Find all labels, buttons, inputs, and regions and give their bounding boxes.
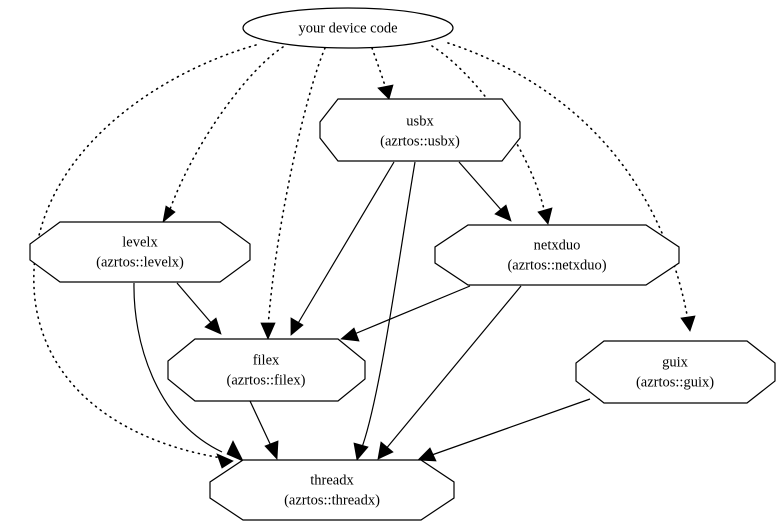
edge-usbx-to-filex bbox=[290, 161, 395, 336]
node-threadx[interactable]: threadx (azrtos::threadx) bbox=[209, 459, 455, 521]
node-netxduo-label-name: netxduo bbox=[534, 237, 581, 253]
edge-device-to-levelx bbox=[162, 46, 284, 224]
node-netxduo[interactable]: netxduo (azrtos::netxduo) bbox=[434, 224, 680, 286]
node-filex-label-name: filex bbox=[253, 352, 280, 368]
node-netxduo-label-package: (azrtos::netxduo) bbox=[507, 257, 606, 273]
node-filex-shape bbox=[167, 338, 366, 402]
node-levelx[interactable]: levelx (azrtos::levelx) bbox=[29, 221, 251, 283]
edge-netxduo-to-threadx bbox=[377, 285, 522, 460]
node-device-code[interactable]: your device code bbox=[242, 7, 454, 49]
node-threadx-label-package: (azrtos::threadx) bbox=[284, 492, 380, 508]
edge-device-to-usbx bbox=[371, 47, 394, 100]
edges-layer bbox=[33, 42, 696, 469]
node-levelx-shape bbox=[29, 221, 251, 283]
node-guix-label-name: guix bbox=[662, 354, 689, 370]
edge-device-to-netxduo bbox=[431, 45, 553, 225]
edge-levelx-to-threadx bbox=[133, 282, 244, 462]
node-filex[interactable]: filex (azrtos::filex) bbox=[167, 338, 366, 402]
edge-guix-to-threadx bbox=[417, 398, 591, 462]
node-threadx-shape bbox=[209, 459, 455, 521]
nodes-layer: your device code usbx (azrtos::usbx) lev… bbox=[29, 7, 776, 521]
node-device-code-shape bbox=[242, 7, 454, 49]
edge-device-to-filex bbox=[260, 47, 326, 340]
edge-device-to-threadx bbox=[33, 44, 257, 469]
node-guix-label-package: (azrtos::guix) bbox=[636, 374, 714, 390]
node-device-code-label: your device code bbox=[298, 20, 397, 36]
node-filex-label-package: (azrtos::filex) bbox=[227, 372, 306, 388]
edge-usbx-to-threadx bbox=[353, 161, 416, 461]
edge-usbx-to-netxduo bbox=[458, 161, 512, 222]
node-netxduo-shape bbox=[434, 224, 680, 286]
edge-netxduo-to-filex bbox=[340, 285, 471, 342]
node-guix[interactable]: guix (azrtos::guix) bbox=[575, 340, 776, 404]
node-threadx-label-name: threadx bbox=[310, 472, 354, 488]
edge-filex-to-threadx bbox=[249, 400, 279, 460]
edge-device-to-guix bbox=[447, 42, 696, 332]
node-usbx-shape bbox=[319, 98, 521, 162]
node-guix-shape bbox=[575, 340, 776, 404]
node-levelx-label-name: levelx bbox=[122, 234, 158, 250]
node-usbx[interactable]: usbx (azrtos::usbx) bbox=[319, 98, 521, 162]
node-usbx-label-name: usbx bbox=[406, 113, 434, 129]
node-levelx-label-package: (azrtos::levelx) bbox=[96, 254, 184, 270]
node-usbx-label-package: (azrtos::usbx) bbox=[380, 133, 460, 149]
edge-levelx-to-filex bbox=[176, 282, 222, 335]
